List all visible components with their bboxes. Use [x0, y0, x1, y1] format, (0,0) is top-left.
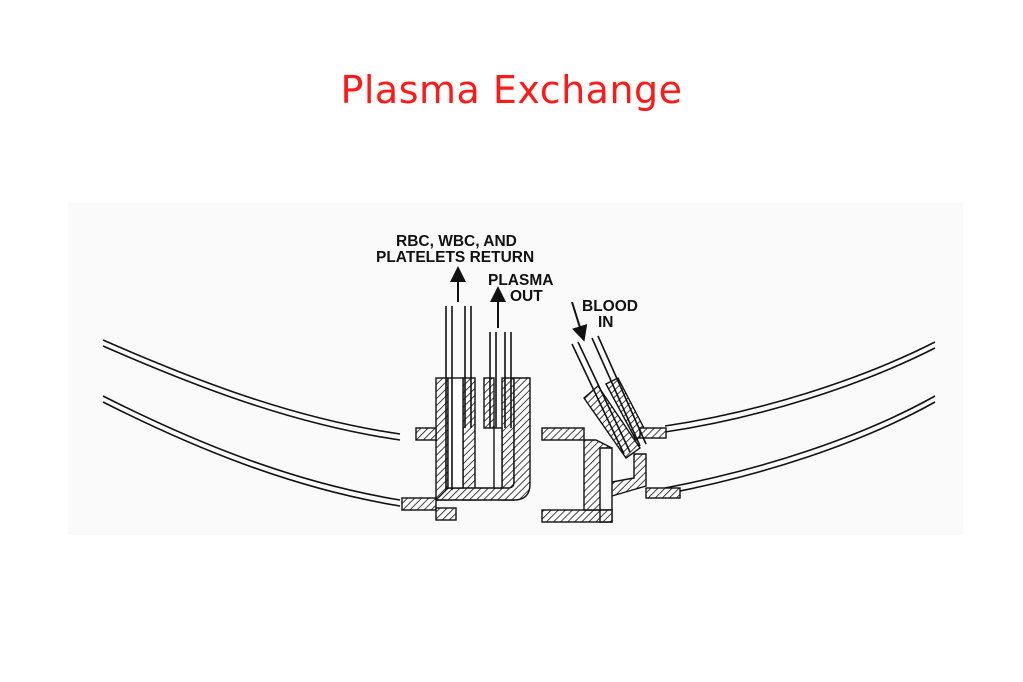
label-blood-line2: IN	[598, 314, 614, 331]
left-coupler-top-flange	[415, 427, 437, 441]
right-tube-lower-inner	[664, 401, 936, 495]
flow-arrows	[450, 266, 588, 342]
right-tube-upper-inner	[664, 347, 936, 433]
slide-title: Plasma Exchange	[340, 68, 683, 112]
left-coupler-foot	[435, 507, 457, 521]
label-plasma-line1: PLASMA	[488, 272, 553, 289]
left-tube-upper-outer	[102, 339, 401, 435]
left-coupler-bend	[434, 377, 531, 501]
left-coupler-right-wall	[483, 377, 495, 429]
right-tube-lower-outer	[664, 395, 936, 489]
right-coupler	[541, 377, 681, 523]
right-tube-upper-outer	[664, 341, 936, 427]
label-return-line1: RBC, WBC, AND	[396, 233, 517, 250]
left-coupler-bottom-flange	[401, 497, 437, 511]
left-tube-lower-outer	[102, 395, 401, 501]
left-tube-upper-inner	[102, 345, 401, 441]
outlet-tubes	[445, 306, 512, 490]
blood-in-tubes	[571, 335, 647, 455]
left-coupler-right-cap	[501, 377, 515, 501]
right-coupler-left-flange	[541, 427, 585, 441]
right-coupler-right-flange	[639, 427, 667, 439]
left-tubing	[102, 339, 401, 507]
label-plasma-line2: OUT	[510, 288, 543, 305]
right-coupler-right-flange-low	[645, 487, 681, 499]
blood-in-arrow	[571, 301, 588, 342]
label-return-line2: PLATELETS RETURN	[376, 249, 534, 266]
diagram-labels: RBC, WBC, AND PLATELETS RETURN PLASMA OU…	[376, 233, 638, 331]
right-coupler-body	[583, 439, 647, 523]
left-tube-lower-inner	[102, 401, 401, 507]
right-tubing	[664, 341, 936, 495]
label-blood-line1: BLOOD	[582, 298, 638, 315]
